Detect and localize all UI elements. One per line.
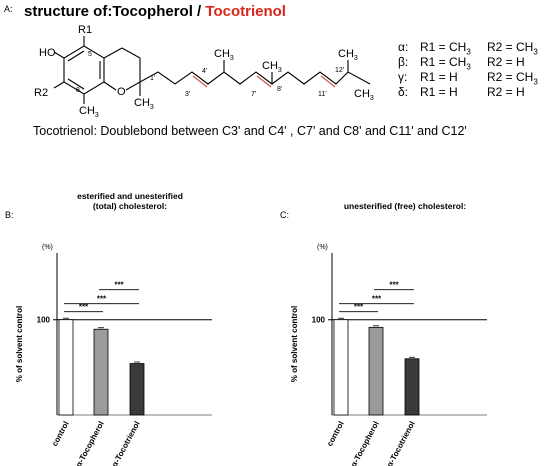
- bar-0: [58, 319, 74, 416]
- bar-0: [333, 319, 349, 416]
- chart-free-cholesterol: C: unesterified (free) cholesterol: (%) % o…: [280, 201, 487, 466]
- variant-greek: δ:: [398, 85, 409, 99]
- chart-title-line2: (total) cholesterol:: [93, 201, 167, 211]
- chart-title-line1: esterified and unesterified: [77, 191, 183, 201]
- bar-2: [129, 363, 145, 416]
- position-8p: 8': [277, 86, 282, 93]
- ch3-label-12p: CH3: [338, 48, 358, 62]
- variant-r2: R2 = CH3: [487, 40, 538, 57]
- variant-r1: R1 = H: [420, 70, 458, 84]
- position-5: 5: [88, 51, 92, 58]
- ch3-label-8p: CH3: [262, 60, 282, 74]
- position-8: 8: [76, 87, 80, 94]
- significance-label-2: ***: [114, 281, 124, 290]
- position-12p: 12': [335, 67, 344, 74]
- y-unit-label: (%): [317, 244, 328, 251]
- y-unit-label: (%): [42, 244, 53, 251]
- tocopherol-structure: HO R1 R2 O CH3 CH3 CH3 CH3 CH3 CH3 5 8 1…: [34, 24, 374, 119]
- panel-letter: B:: [5, 210, 14, 220]
- double-bond-marks: [192, 75, 336, 88]
- variant-r1: R1 = H: [420, 85, 458, 99]
- variant-greek: α:: [398, 40, 409, 54]
- significance-label-1: ***: [372, 295, 382, 304]
- title-highlight: Tocotrienol: [205, 3, 286, 20]
- category-label-2: α-Tocotrienol: [110, 420, 142, 466]
- position-1p: 1': [150, 75, 155, 82]
- variant-greek: γ:: [398, 70, 408, 84]
- category-label-0: control: [325, 420, 346, 448]
- category-label-1: α-Tocopherol: [74, 420, 106, 466]
- position-3p: 3': [185, 91, 190, 98]
- bar-1: [93, 328, 109, 416]
- panel-letter: C:: [280, 210, 289, 220]
- variant-r2: R2 = CH3: [487, 70, 538, 87]
- category-label-0: control: [50, 420, 71, 448]
- position-11p: 11': [318, 91, 327, 98]
- tocotrienol-note: Tocotrienol: Doublebond between C3' and …: [33, 124, 467, 138]
- significance-label-1: ***: [97, 295, 107, 304]
- y-tick-label: 100: [312, 316, 326, 325]
- significance-label-0: ***: [79, 303, 89, 312]
- significance-label-2: ***: [389, 281, 399, 290]
- position-7p: 7': [251, 91, 256, 98]
- r2-label: R2: [34, 87, 48, 99]
- ch3-label-2: CH3: [134, 97, 154, 111]
- chart-title-line1: unesterified (free) cholesterol:: [344, 201, 467, 211]
- variant-r2: R2 = H: [487, 55, 525, 69]
- y-axis-label: % of solvent control: [290, 306, 299, 382]
- bar-1: [368, 326, 384, 416]
- bar-2: [404, 358, 420, 416]
- position-4p: 4': [202, 68, 207, 75]
- variant-greek: β:: [398, 55, 409, 69]
- figure-title: structure of:Tocopherol / Tocotrienol: [24, 3, 286, 20]
- ch3-label-4p: CH3: [214, 48, 234, 62]
- category-label-2: α-Tocotrienol: [385, 420, 417, 466]
- variant-r1: R1 = CH3: [420, 55, 471, 72]
- variant-r1: R1 = CH3: [420, 40, 471, 57]
- ho-label: HO: [39, 47, 56, 59]
- category-label-1: α-Tocopherol: [349, 420, 381, 466]
- ch3-label-13p: CH3: [354, 88, 374, 102]
- ch3-label-8: CH3: [79, 105, 99, 119]
- panel-a-letter: A:: [4, 4, 13, 14]
- title-prefix: structure of:Tocopherol /: [24, 3, 206, 20]
- significance-label-0: ***: [354, 303, 364, 312]
- variant-r2: R2 = H: [487, 85, 525, 99]
- oxygen-label: O: [117, 86, 126, 98]
- y-axis-label: % of solvent control: [15, 306, 24, 382]
- chart-total-cholesterol: B: esterified and unesterified(total) cho…: [5, 191, 212, 466]
- r1-label: R1: [78, 24, 92, 36]
- y-tick-label: 100: [37, 316, 51, 325]
